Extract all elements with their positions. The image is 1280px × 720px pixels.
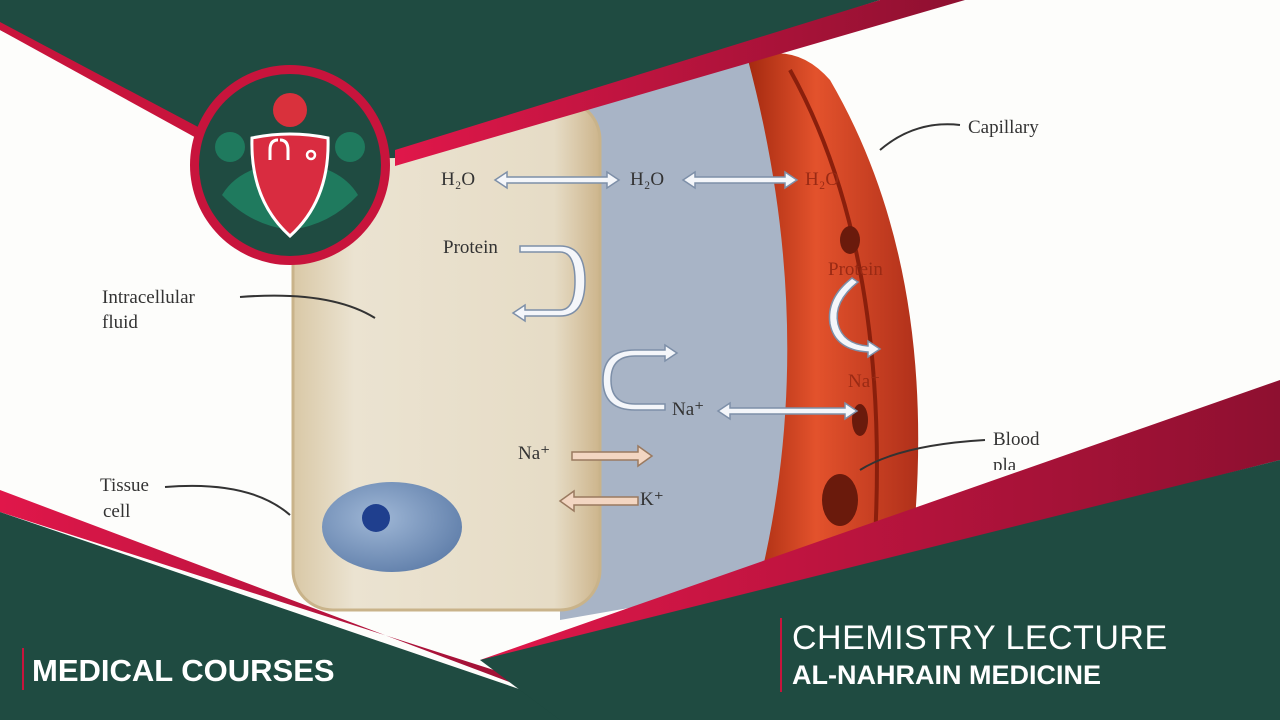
label-capillary: Capillary [968, 117, 1039, 138]
nucleolus [362, 504, 390, 532]
cell-nucleus [322, 482, 462, 572]
lecture-subtitle: AL-NAHRAIN MEDICINE [792, 660, 1101, 690]
label-h2o-interstitial: H₂O [630, 169, 665, 190]
label-na-capillary: Na⁺ [848, 371, 881, 392]
label-blood-plasma-1: Blood [993, 429, 1040, 450]
bottom-left-green [0, 512, 610, 720]
protein-capillary-arrow [828, 277, 882, 359]
person-head-icon [273, 93, 307, 127]
red-blood-cell [822, 474, 858, 526]
na-out-arrow [571, 444, 654, 468]
pointer-line [879, 123, 961, 151]
arrows [493, 170, 882, 421]
label-blood-plasma-2: pla [993, 455, 1017, 470]
top-banner-red-left [0, 22, 200, 140]
lecture-title-block: CHEMISTRY LECTURE AL-NAHRAIN MEDICINE [780, 618, 1168, 692]
interstitial-fluid-region [560, 60, 793, 620]
person-head-icon [335, 132, 365, 162]
na-return-arrow [602, 343, 679, 411]
ion-arrows [558, 444, 654, 513]
label-protein-capillary: Protein [828, 259, 883, 280]
bottom-right-red-stripe [480, 380, 1280, 660]
h2o-arrow-2 [681, 170, 799, 190]
k-in-arrow [558, 489, 639, 513]
label-na-interstitial: Na⁺ [672, 399, 705, 420]
pointer-line [164, 484, 291, 516]
label-intracellular-fluid-2: fluid [102, 312, 138, 333]
protein-cell-arrow [511, 245, 586, 323]
bottom-right-green [480, 460, 1280, 720]
label-tissue-cell-1: Tissue [100, 475, 149, 496]
pointer-line [239, 294, 376, 319]
label-protein-cell: Protein [443, 237, 498, 258]
top-banner-red-stripe [395, 0, 965, 166]
label-na-cell: Na⁺ [518, 443, 551, 464]
label-h2o-capillary: H₂O [805, 169, 840, 190]
pointer-line [859, 439, 986, 471]
label-intracellular-fluid-1: Intracellular [102, 287, 195, 308]
h2o-arrow-1 [493, 170, 621, 190]
channel-logo [190, 65, 390, 265]
na-arrow [716, 401, 859, 421]
medical-courses-caption: MEDICAL COURSES [22, 648, 335, 690]
lecture-title: CHEMISTRY LECTURE [792, 619, 1168, 657]
red-blood-cell [840, 226, 860, 254]
person-head-icon [215, 132, 245, 162]
label-k-cell: K⁺ [640, 489, 664, 510]
label-tissue-cell-2: cell [103, 501, 131, 522]
label-h2o-cell: H₂O [441, 169, 476, 190]
